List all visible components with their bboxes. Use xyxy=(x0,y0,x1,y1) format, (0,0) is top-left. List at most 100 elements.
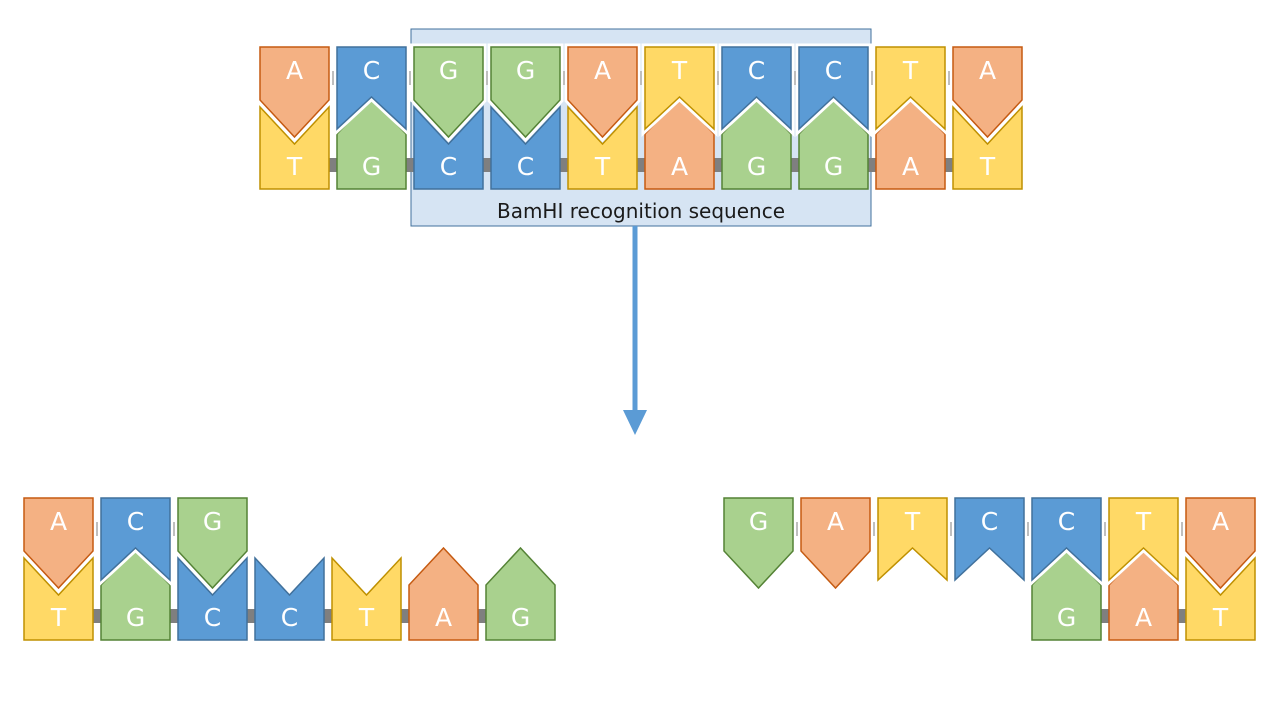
right-top-base-T: T xyxy=(874,494,951,589)
base-letter: A xyxy=(594,56,611,85)
base-letter: T xyxy=(594,152,611,181)
base-letter: C xyxy=(825,56,842,85)
right-bottom-base-T: T xyxy=(1185,556,1256,641)
base-letter: C xyxy=(281,603,298,632)
original-top-base-C: C xyxy=(718,43,795,138)
original-top-base-A: A xyxy=(949,43,1026,143)
bottom-backbone-link xyxy=(866,158,878,172)
base-letter: C xyxy=(748,56,765,85)
bottom-backbone-link xyxy=(1099,609,1111,623)
base-letter: A xyxy=(1212,507,1229,536)
bottom-backbone-link xyxy=(399,609,411,623)
nucleotide-block xyxy=(336,46,407,131)
right-top-base-A: A xyxy=(797,494,874,594)
nucleotide-block xyxy=(23,556,94,641)
nucleotide-block xyxy=(1108,497,1179,582)
base-letter: A xyxy=(435,603,452,632)
base-letter: G xyxy=(747,152,766,181)
base-letter: T xyxy=(671,56,688,85)
nucleotide-block xyxy=(485,546,556,641)
right-top-base-C: C xyxy=(1028,494,1105,589)
right-top-base-A: A xyxy=(1182,494,1259,594)
base-letter: G xyxy=(126,603,145,632)
bottom-backbone-link xyxy=(327,158,339,172)
original-bottom-base-A: A xyxy=(875,95,946,190)
left-top-base-G: G xyxy=(174,494,251,594)
base-letter: A xyxy=(827,507,844,536)
base-letter: G xyxy=(824,152,843,181)
nucleotide-block xyxy=(952,105,1023,190)
base-letter: T xyxy=(1212,603,1229,632)
nucleotide-block xyxy=(413,46,484,139)
base-letter: C xyxy=(127,507,144,536)
nucleotide-block xyxy=(644,46,715,131)
base-letter: T xyxy=(979,152,996,181)
base-letter: A xyxy=(979,56,996,85)
left-bottom-base-T: T xyxy=(23,556,94,641)
bottom-backbone-link xyxy=(635,158,647,172)
nucleotide-block xyxy=(177,497,248,590)
original-bottom-base-G: G xyxy=(798,95,869,190)
bottom-backbone-link xyxy=(789,158,801,172)
nucleotide-block xyxy=(331,556,402,641)
nucleotide-block xyxy=(408,546,479,641)
bottom-backbone-link xyxy=(168,609,180,623)
bottom-backbone-link xyxy=(481,158,493,172)
cut-arrow xyxy=(623,226,647,435)
original-bottom-base-T: T xyxy=(952,105,1023,190)
bottom-backbone-link xyxy=(558,158,570,172)
left-top-base-C: C xyxy=(97,494,174,589)
original-top-base-T: T xyxy=(641,43,718,138)
base-letter: G xyxy=(511,603,530,632)
base-letter: T xyxy=(286,152,303,181)
nucleotide-block xyxy=(490,105,561,190)
base-letter: T xyxy=(904,507,921,536)
nucleotide-block xyxy=(567,105,638,190)
nucleotide-block xyxy=(798,46,869,131)
nucleotide-block xyxy=(413,105,484,190)
original-bottom-base-G: G xyxy=(721,95,792,190)
bottom-backbone-link xyxy=(943,158,955,172)
nucleotide-block xyxy=(490,46,561,139)
base-letter: G xyxy=(203,507,222,536)
bottom-backbone-link xyxy=(712,158,724,172)
original-top-base-C: C xyxy=(795,43,872,138)
base-letter: C xyxy=(440,152,457,181)
base-letter: T xyxy=(358,603,375,632)
base-letter: G xyxy=(749,507,768,536)
base-letter: T xyxy=(1135,507,1152,536)
left-bottom-base-C: C xyxy=(177,556,248,641)
original-top-base-T: T xyxy=(872,43,949,138)
base-letter: G xyxy=(362,152,381,181)
bottom-backbone-link xyxy=(476,609,488,623)
left-bottom-base-A: A xyxy=(408,546,479,641)
nucleotide-block xyxy=(100,497,171,582)
base-letter: C xyxy=(517,152,534,181)
nucleotide-block xyxy=(721,46,792,131)
bottom-backbone-link xyxy=(1176,609,1188,623)
base-letter: C xyxy=(981,507,998,536)
nucleotide-block xyxy=(954,497,1025,582)
left-bottom-base-C: C xyxy=(254,556,325,641)
bottom-backbone-link xyxy=(322,609,334,623)
nucleotide-block xyxy=(254,556,325,641)
nucleotide-block xyxy=(800,497,871,590)
nucleotide-block xyxy=(567,46,638,139)
nucleotide-block xyxy=(877,497,948,582)
nucleotide-block xyxy=(952,46,1023,139)
original-bottom-base-T: T xyxy=(567,105,638,190)
base-letter: A xyxy=(50,507,67,536)
original-bottom-base-T: T xyxy=(259,105,330,190)
bottom-backbone-link xyxy=(404,158,416,172)
base-letter: C xyxy=(204,603,221,632)
nucleotide-block xyxy=(23,497,94,590)
nucleotide-block xyxy=(259,105,330,190)
nucleotide-block xyxy=(259,46,330,139)
bottom-backbone-link xyxy=(245,609,257,623)
right-top-base-T: T xyxy=(1105,494,1182,589)
base-letter: A xyxy=(671,152,688,181)
left-bottom-base-G: G xyxy=(485,546,556,641)
